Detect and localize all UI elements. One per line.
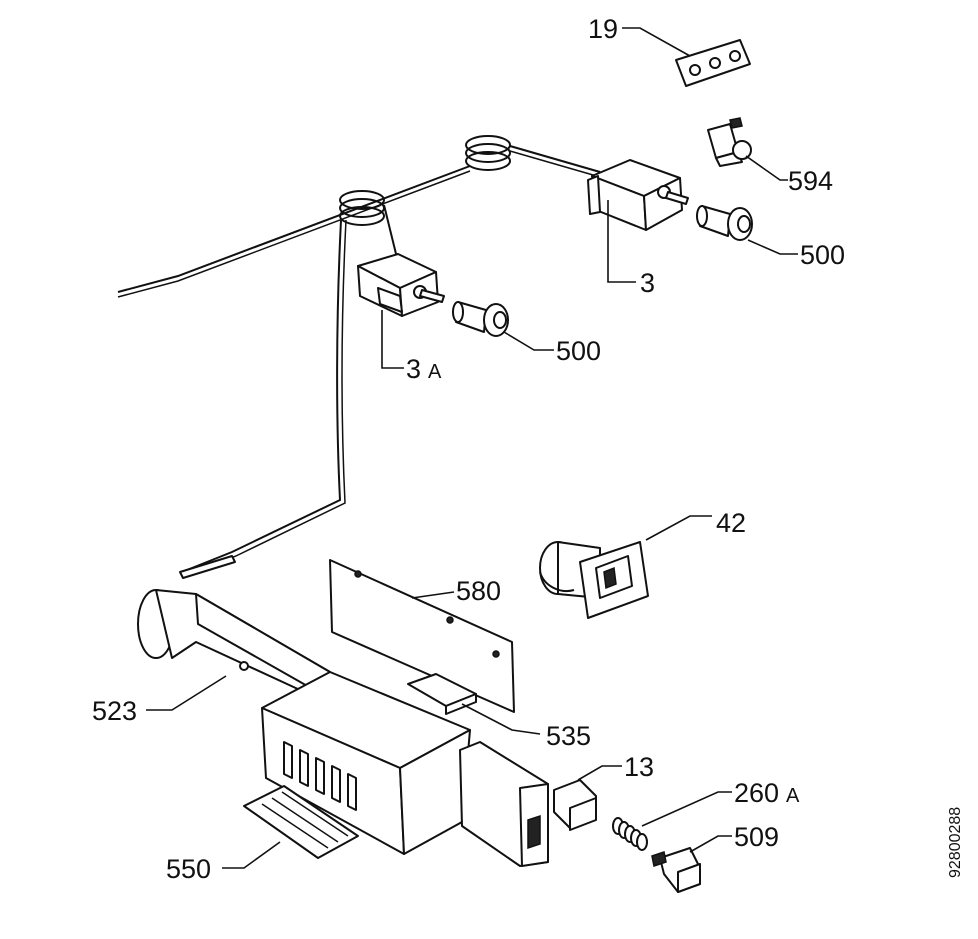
part-580-board: [329, 559, 515, 713]
label-500-upper: 500: [800, 240, 845, 270]
leader-lines: [146, 27, 798, 869]
label-19: 19: [588, 14, 618, 44]
label-594: 594: [788, 166, 833, 196]
label-509: 509: [734, 822, 779, 852]
label-260a-number: 260: [734, 778, 779, 808]
label-550: 550: [166, 854, 211, 884]
part-500-knob-lower: [452, 301, 509, 337]
part-523-housing: [137, 589, 549, 867]
part-3-thermostat: [587, 159, 689, 231]
label-3a-number: 3: [406, 354, 421, 384]
label-42: 42: [716, 508, 746, 538]
label-523: 523: [92, 696, 137, 726]
part-550-grille: [243, 785, 359, 859]
label-13: 13: [624, 752, 654, 782]
part-labels: 19 594 500 3 3 A 500 42 580 523 535 13 2…: [92, 14, 964, 884]
capillary-tube-thermostat-3a: [179, 190, 399, 579]
reference-code: 92800288: [947, 807, 964, 878]
label-535: 535: [546, 721, 591, 751]
part-19-terminal-plate: [675, 39, 751, 87]
part-260a-spring: [612, 817, 648, 851]
part-500-knob-upper: [696, 205, 753, 241]
part-3a-thermostat: [357, 253, 445, 317]
part-13-cover: [553, 779, 597, 831]
label-260a-suffix: A: [786, 785, 800, 807]
label-3a-suffix: A: [428, 361, 442, 383]
label-500-lower: 500: [556, 336, 601, 366]
label-3: 3: [640, 268, 655, 298]
label-580: 580: [456, 576, 501, 606]
part-594-switch: [707, 117, 752, 167]
part-42-lamp-holder: [539, 541, 649, 619]
part-509-push-button: [651, 847, 701, 893]
part-535-connector: [407, 673, 477, 715]
